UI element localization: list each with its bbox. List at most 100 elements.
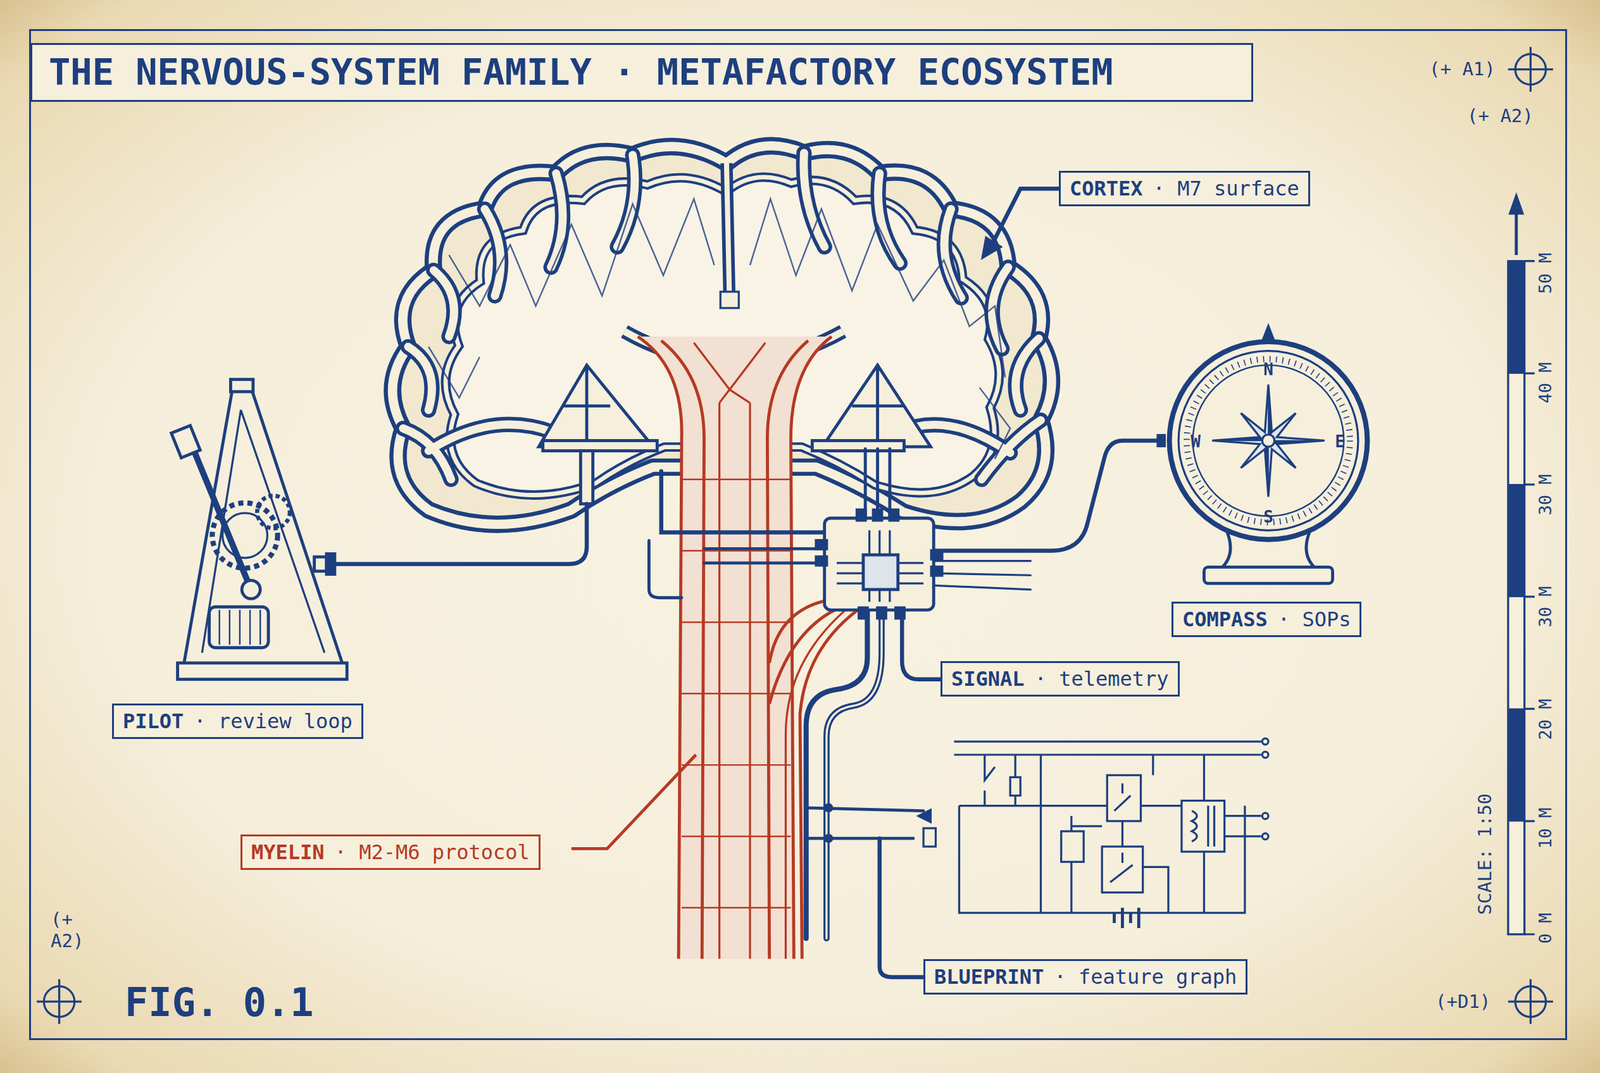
signal-wire (865, 448, 890, 519)
chip-hub (816, 556, 827, 566)
signal-wire (933, 440, 1164, 551)
myelin-stem (661, 340, 705, 959)
circuit-schematic (923, 828, 936, 847)
brain-cortex (726, 163, 730, 307)
compass-drawing (1212, 384, 1325, 497)
circuit-schematic (918, 810, 931, 823)
compass-letter: E (1334, 431, 1345, 453)
figure-caption: FIG. 0.1 (124, 979, 314, 1026)
crosshair-mark (36, 46, 1554, 1025)
chip-hub (931, 551, 942, 560)
circuit-schematic (1262, 738, 1269, 745)
compass-drawing (1156, 434, 1166, 447)
scale-bar (1514, 208, 1518, 256)
label-heading: SIGNAL (951, 667, 1025, 692)
brain-cortex (726, 163, 730, 307)
circuit-schematic (1181, 801, 1225, 853)
crosshair-mark (1508, 46, 1554, 92)
chip-hub (816, 540, 827, 549)
circuit-schematic (918, 738, 1269, 929)
signal-wire (901, 610, 941, 680)
myelin-stem (571, 755, 697, 849)
truss-support (563, 365, 611, 447)
truss-support (580, 451, 593, 505)
compass-letter: S (1263, 506, 1274, 528)
circuit-schematic (1114, 908, 1140, 929)
chip-hub (873, 510, 882, 521)
truss-support (543, 440, 658, 451)
metronome-drawing (314, 556, 327, 572)
metronome-drawing (219, 610, 261, 645)
label-heading: PILOT (122, 709, 184, 734)
scale-label: 30 M (1534, 474, 1557, 516)
scale-bar (1508, 261, 1525, 935)
circuit-schematic (1010, 777, 1021, 796)
signal-wire (806, 610, 868, 939)
label-heading: BLUEPRINT (934, 965, 1044, 990)
myelin-stem (693, 343, 766, 960)
myelin-stem (637, 336, 682, 959)
label-text: · M2-M6 protocol (334, 840, 530, 865)
signal-wire (824, 803, 833, 813)
chip-hub (863, 555, 899, 590)
myelin-stem (681, 479, 792, 909)
brain-cortex (720, 291, 739, 309)
circuit-schematic (953, 741, 1261, 756)
chip-hub (877, 608, 887, 619)
compass-drawing (1193, 365, 1345, 517)
label-box: BLUEPRINT· feature graph (923, 959, 1248, 995)
signal-wire (933, 561, 1031, 590)
compass-drawing (1169, 341, 1368, 540)
label-text: · telemetry (1034, 667, 1169, 692)
signal-wire (806, 808, 924, 839)
chip-hub (824, 518, 935, 611)
compass-drawing (1261, 324, 1276, 344)
metronome-drawing (177, 663, 348, 680)
truss-support (851, 365, 904, 447)
scale-label: SCALE: 1:50 (1474, 793, 1496, 916)
chip-hub (931, 567, 942, 576)
signal-wire (324, 503, 587, 564)
circuit-schematic (1106, 775, 1141, 822)
circuit-schematic (1110, 853, 1133, 883)
grid-reference: (+ A1) (1429, 58, 1496, 80)
compass-drawing (1268, 384, 1272, 442)
metronome-drawing (183, 387, 343, 666)
compass-letter: W (1190, 431, 1201, 453)
signal-wire (826, 610, 882, 939)
metronome-drawing (326, 553, 335, 575)
signal-wire (826, 610, 882, 939)
label-text: · SOPs (1277, 607, 1352, 632)
signal-wire (661, 471, 825, 533)
compass-drawing (1265, 440, 1269, 497)
truss-support (538, 365, 654, 447)
truss-support (822, 365, 931, 447)
compass-drawing (1203, 567, 1333, 584)
caption-text: FIG. 0.1 (124, 979, 314, 1026)
myelin-stem (800, 601, 870, 959)
compass-drawing (1178, 351, 1359, 532)
compass-letter: N (1263, 358, 1274, 381)
scale-label: 10 M (1534, 807, 1557, 849)
label-box: CORTEX· M7 surface (1058, 170, 1311, 207)
label-heading: COMPASS (1182, 607, 1268, 632)
chip-hub (816, 510, 942, 619)
metronome-drawing (209, 606, 269, 648)
circuit-schematic (1061, 831, 1084, 863)
metronome-drawing (230, 379, 253, 392)
label-box: PILOT· review loop (112, 703, 364, 740)
scale-label: 40 M (1534, 362, 1557, 404)
chip-hub (859, 608, 868, 619)
circuit-schematic (1114, 783, 1132, 812)
scale-bar (1524, 261, 1535, 935)
scale-bar (1508, 261, 1525, 374)
scale-bar (1508, 484, 1525, 597)
signal-wire (981, 236, 1002, 259)
grid-reference: (+ A2) (1467, 105, 1534, 127)
label-text: · M7 surface (1153, 176, 1300, 201)
compass-drawing (1186, 358, 1350, 523)
compass-drawing (1156, 324, 1368, 584)
circuit-schematic (1262, 833, 1269, 840)
chip-hub (836, 530, 924, 602)
